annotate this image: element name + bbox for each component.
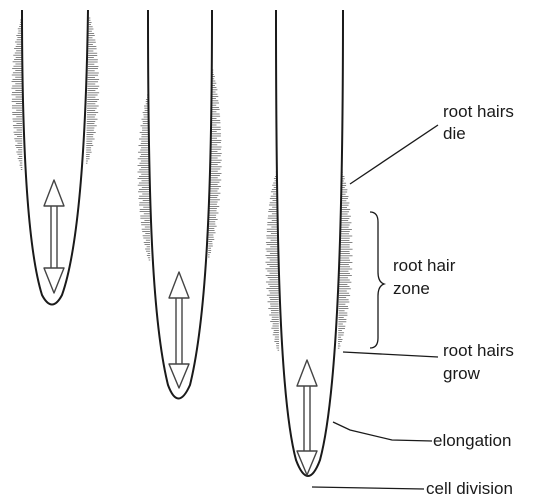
label-root-hairs-die: root hairs die bbox=[443, 102, 519, 143]
label-root-hairs-grow: root hairs grow bbox=[443, 341, 519, 383]
leader-cell-division bbox=[312, 487, 424, 489]
root-outline-stage-2 bbox=[148, 10, 212, 399]
root-stage-3 bbox=[265, 10, 352, 476]
growth-arrow-stage-2 bbox=[169, 272, 189, 388]
leader-root-hairs-die bbox=[350, 125, 438, 184]
leader-root-hairs-grow bbox=[343, 352, 438, 357]
leader-elongation bbox=[333, 422, 432, 441]
label-root-hair-zone: root hair zone bbox=[393, 256, 460, 298]
root-stage-2 bbox=[138, 10, 222, 399]
growth-arrow-stage-3 bbox=[297, 360, 317, 475]
root-stage-1 bbox=[11, 10, 99, 305]
growth-arrow-stage-1 bbox=[44, 180, 64, 293]
root-hair-zone-brace bbox=[370, 212, 384, 348]
label-elongation: elongation bbox=[433, 431, 511, 450]
root-outline-stage-1 bbox=[22, 10, 88, 305]
label-cell-division: cell division bbox=[426, 479, 513, 498]
